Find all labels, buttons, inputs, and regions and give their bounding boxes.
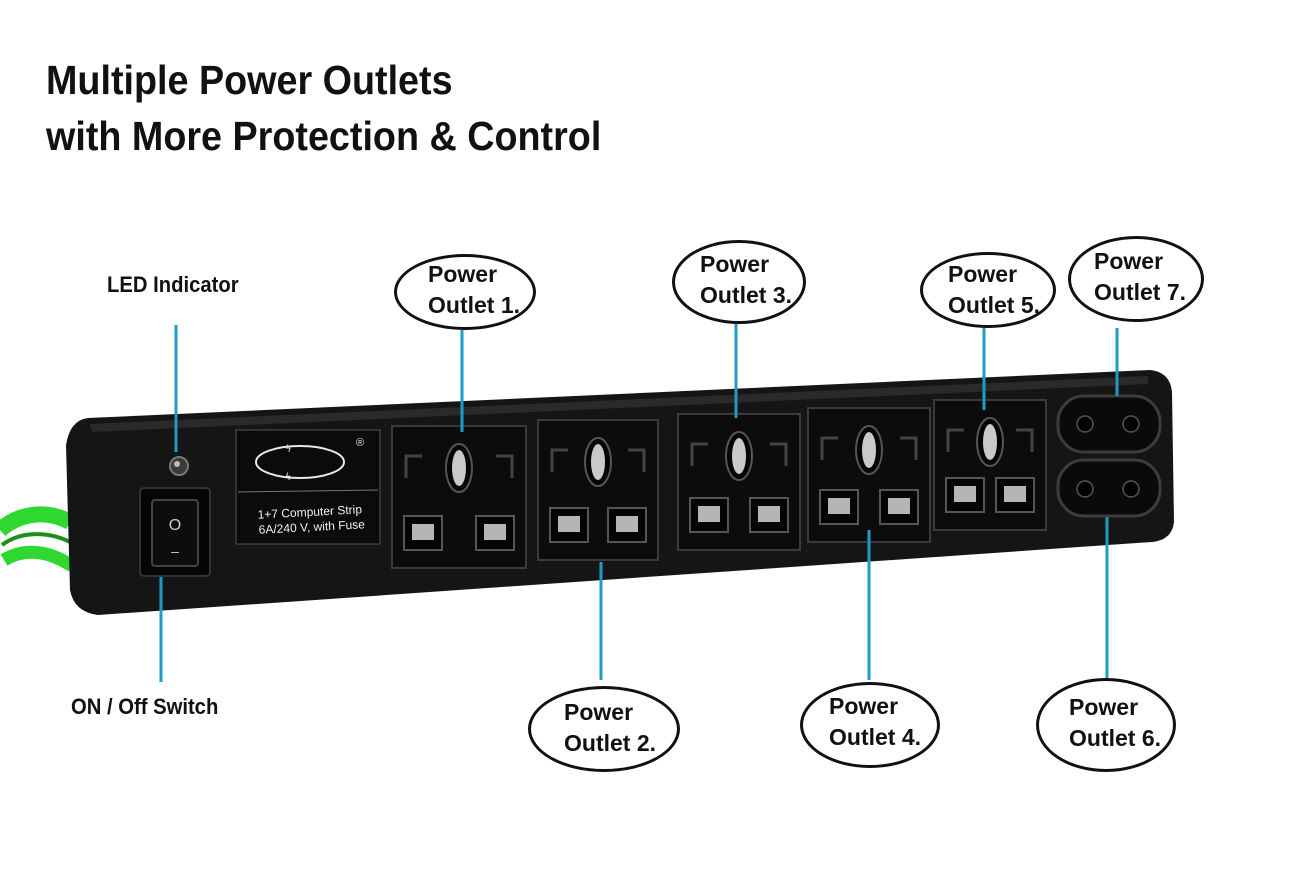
callout-name: Outlet 6. [1069, 725, 1162, 751]
universal-socket-outlet-1[interactable] [391, 425, 527, 569]
headline-line-2: with More Protection & Control [46, 113, 602, 159]
power-cable [0, 506, 76, 572]
callout-text-outlet-3: Power Outlet 3. [700, 249, 792, 311]
callout-word: Power [428, 261, 498, 287]
callout-name: Outlet 2. [564, 730, 657, 756]
headline-line-1: Multiple Power Outlets [46, 57, 453, 103]
callout-bubble-outlet-2 [528, 686, 680, 772]
switch-label: ON / Off Switch [71, 694, 219, 719]
callout-text-outlet-4: Power Outlet 4. [829, 691, 921, 753]
callout-text-outlet-1: Power Outlet 1. [428, 259, 520, 321]
callout-name: Outlet 1. [428, 292, 521, 318]
callout-word: Power [1094, 248, 1164, 274]
callout-text-outlet-7: Power Outlet 7. [1094, 246, 1186, 308]
product-label-line-1: 1+7 Computer Strip [257, 502, 362, 521]
on-off-switch[interactable]: O – [139, 487, 211, 577]
callout-name: Outlet 4. [829, 724, 922, 750]
switch-symbol-on: O [169, 517, 181, 534]
callout-text-outlet-5: Power Outlet 5. [948, 259, 1040, 321]
callout-bubble-outlet-7 [1068, 236, 1204, 322]
callout-bubble-outlet-1 [394, 254, 536, 330]
brand-logo [255, 445, 345, 479]
round-socket-outlet-6[interactable] [1056, 458, 1162, 518]
product-label: ϟ ϟ ® 1+7 Computer Strip 6A/240 V, with … [235, 429, 381, 545]
callout-word: Power [948, 261, 1018, 287]
svg-text:ϟ: ϟ [285, 444, 292, 455]
universal-socket-outlet-5[interactable] [933, 399, 1047, 531]
universal-socket-outlet-2[interactable] [537, 419, 659, 561]
callout-word: Power [1069, 694, 1139, 720]
callout-name: Outlet 5. [948, 292, 1041, 318]
led-indicator [169, 456, 189, 476]
universal-socket-outlet-4[interactable] [807, 407, 931, 543]
callout-bubble-outlet-4 [800, 682, 940, 768]
universal-socket-outlet-3[interactable] [677, 413, 801, 551]
product-label-line-2: 6A/240 V, with Fuse [258, 517, 365, 537]
svg-text:ϟ: ϟ [285, 472, 292, 483]
callout-word: Power [829, 693, 899, 719]
callout-bubble-outlet-3 [672, 240, 806, 324]
headline: Multiple Power Outlets with More Protect… [46, 52, 601, 164]
callout-name: Outlet 7. [1094, 279, 1187, 305]
strip-top-edge [90, 376, 1148, 432]
socket-row [391, 399, 1047, 569]
switch-symbol-off: – [171, 543, 179, 559]
callout-text-outlet-2: Power Outlet 2. [564, 697, 656, 759]
callout-lines [159, 324, 1119, 682]
callout-bubble-outlet-6 [1036, 678, 1176, 772]
callout-word: Power [564, 699, 634, 725]
callout-name: Outlet 3. [700, 282, 793, 308]
callout-word: Power [700, 251, 770, 277]
callout-text-outlet-6: Power Outlet 6. [1069, 692, 1161, 754]
led-indicator-label: LED Indicator [107, 272, 239, 297]
registered-mark: ® [356, 437, 364, 449]
callout-bubble-outlet-5 [920, 252, 1056, 328]
round-socket-outlet-7[interactable] [1056, 394, 1162, 454]
